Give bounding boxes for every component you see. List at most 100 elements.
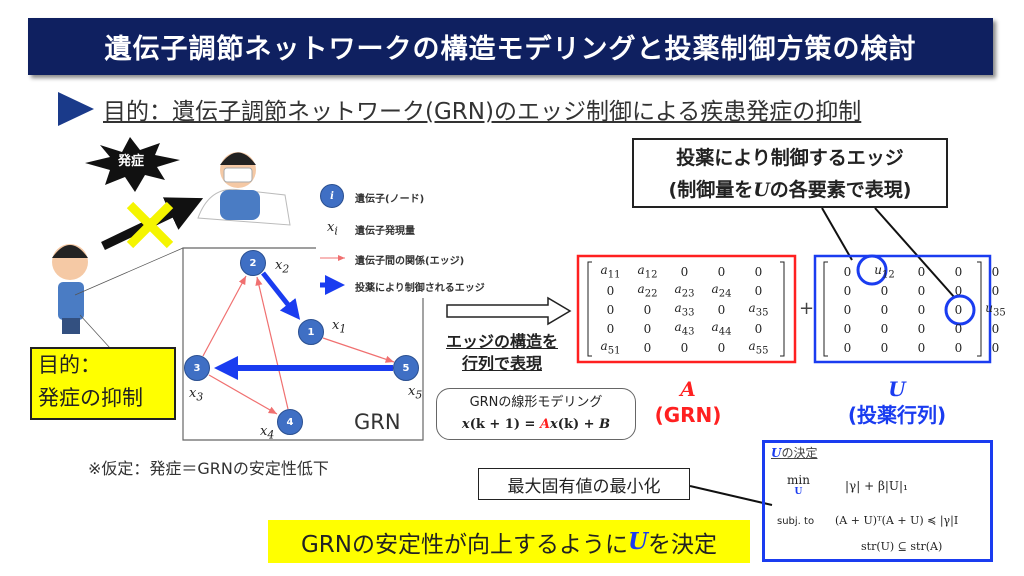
opt-constraint-1: (A + U)ᵀ(A + U) ≼ |γ|I <box>835 514 959 527</box>
matrix-cell: 0 <box>680 340 689 355</box>
x: x <box>327 220 335 235</box>
controlled-edge-2-1 <box>261 271 301 320</box>
matrix-cell: 0 <box>880 283 889 298</box>
U-name: (投薬行列) <box>847 403 947 427</box>
eq-x: x <box>461 417 470 432</box>
grn-label: GRN <box>354 410 401 434</box>
legend-node-label: 遺伝子(ノード) <box>355 194 425 205</box>
matrix-cell: a24 <box>711 281 732 300</box>
matrix-cell: a12 <box>637 262 658 281</box>
caption-line1: エッジの構造を <box>445 332 558 351</box>
x3-label: x3 <box>189 386 203 405</box>
node-symbol: i <box>330 190 334 202</box>
matrix-cell: 0 <box>843 321 852 336</box>
min-sub: U <box>794 487 803 497</box>
matrix-cell: a23 <box>674 281 695 300</box>
matrix-cell: 0 <box>717 302 726 317</box>
t: の決定 <box>781 446 818 460</box>
matrix-cell: 0 <box>754 321 763 336</box>
u-symbol: U <box>753 179 770 201</box>
sick-person-icon <box>197 152 291 226</box>
t: を決定 <box>648 531 718 558</box>
matrix-cell: 0 <box>880 302 889 317</box>
x: x <box>260 424 268 439</box>
matrix-cell: 0 <box>917 264 926 279</box>
eq-x2: x <box>550 417 558 432</box>
matrix-cell: u12 <box>874 262 895 281</box>
U-label: U (投薬行列) <box>835 376 959 428</box>
min: min <box>787 473 810 487</box>
legend-expr-label: 遺伝子発現量 <box>355 226 415 237</box>
burst-label: 発症 <box>118 154 145 169</box>
matrix-cell: 0 <box>991 283 1000 298</box>
x4-label: x4 <box>260 424 274 443</box>
opt-objective: |γ| + β|U|₁ <box>845 479 908 493</box>
opt-subj: subj. to <box>777 516 815 527</box>
legend-controlled-edge-label: 投薬により制御されるエッジ <box>355 283 485 294</box>
node-4: 4 <box>277 409 303 435</box>
legend-edge-label: 遺伝子間の関係(エッジ) <box>355 256 465 267</box>
matrix-cell: 0 <box>954 283 963 298</box>
eq-part: (k) + <box>557 417 600 432</box>
eq-B: B <box>599 417 611 432</box>
matrix-row: 0 0 0 0 0 <box>829 281 1014 300</box>
matrix-cell: 0 <box>717 264 726 279</box>
matrix-cell: a43 <box>674 319 695 338</box>
matrix-U-box <box>813 254 992 364</box>
node-2: 2 <box>240 250 266 276</box>
eq-A: A <box>539 417 551 432</box>
x: x <box>275 258 283 273</box>
sub: 4 <box>267 428 275 442</box>
matrix-cell: a11 <box>600 262 621 281</box>
goal-line1: 目的： <box>38 353 101 377</box>
matrix-cell: 0 <box>680 264 689 279</box>
legend-expr-symbol: xi <box>327 220 338 238</box>
matrix-cell: 0 <box>606 302 615 317</box>
slide-title: 遺伝子調節ネットワークの構造モデリングと投薬制御方策の検討 <box>28 18 993 75</box>
edge-3-2 <box>202 275 247 357</box>
matrix-cell: a55 <box>748 338 769 357</box>
edge-3-4 <box>208 374 278 415</box>
x5-label: x5 <box>408 384 422 403</box>
x: x <box>408 384 416 399</box>
caption-line2: 行列で表現 <box>461 354 542 373</box>
model-equation: x(k + 1) = Ax(k) + B <box>437 414 635 436</box>
callout-line1: 投薬により制御するエッジ <box>676 147 904 169</box>
matrix-cell: a33 <box>674 300 695 319</box>
burst-icon <box>85 137 180 192</box>
edge-1-5 <box>322 337 395 363</box>
matrix-cell: 0 <box>917 283 926 298</box>
U-symbol: U <box>888 377 906 401</box>
t: (制御量を <box>668 179 754 201</box>
matrix-cell: 0 <box>991 321 1000 336</box>
matrix-caption: エッジの構造を 行列で表現 <box>437 331 567 375</box>
opt-constraint-2: str(U) ⊆ str(A) <box>861 540 943 553</box>
t: GRNの安定性が向上するように <box>300 531 628 558</box>
matrix-cell: 0 <box>917 340 926 355</box>
A-label: A (GRN) <box>640 376 736 428</box>
sub: i <box>334 224 338 238</box>
bullet-triangle-icon <box>58 92 94 126</box>
u35-highlight <box>944 294 976 326</box>
opt-title: Uの決定 <box>771 446 817 461</box>
matrix-cell: 0 <box>843 283 852 298</box>
edge-4-2 <box>255 276 289 410</box>
subtitle: 目的：遺伝子調節ネットワーク(GRN)のエッジ制御による疾患発症の抑制 <box>103 99 862 125</box>
controlled-edge-callout: 投薬により制御するエッジ (制御量をUの各要素で表現) <box>632 138 948 208</box>
cross-icon <box>126 201 174 249</box>
A-name: (GRN) <box>654 403 722 427</box>
x1-label: x1 <box>332 318 346 337</box>
matrix-cell: a22 <box>637 281 658 300</box>
matrix-cell: 0 <box>643 340 652 355</box>
linear-model-box: GRNの線形モデリング x(k + 1) = Ax(k) + B <box>436 388 636 440</box>
goal-line2: 発症の抑制 <box>38 386 143 410</box>
